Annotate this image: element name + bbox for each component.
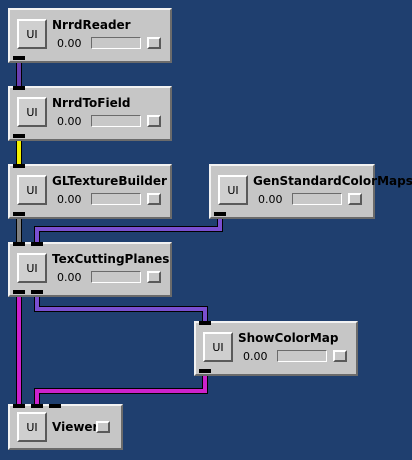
module-nrrdreader[interactable]: UI NrrdReader 0.00 xyxy=(8,8,172,63)
progress-value: 0.00 xyxy=(57,271,82,284)
input-port[interactable] xyxy=(13,404,25,408)
progress-bar xyxy=(91,193,141,205)
output-port[interactable] xyxy=(13,56,25,60)
progress-bar xyxy=(91,37,141,49)
ui-button[interactable]: UI xyxy=(17,412,47,442)
module-nrrdtofield[interactable]: UI NrrdToField 0.00 xyxy=(8,86,172,141)
wire-genstandardcolormaps-texcuttingplanes[interactable] xyxy=(35,216,222,242)
input-port[interactable] xyxy=(31,404,43,408)
progress-value: 0.00 xyxy=(57,193,82,206)
input-port[interactable] xyxy=(199,321,211,325)
output-port[interactable] xyxy=(13,212,25,216)
output-port[interactable] xyxy=(13,134,25,138)
input-port[interactable] xyxy=(31,242,43,246)
module-gltexturebuilder[interactable]: UI GLTextureBuilder 0.00 xyxy=(8,164,172,219)
indicator-button[interactable] xyxy=(333,350,347,362)
ui-button[interactable]: UI xyxy=(17,19,47,49)
input-port[interactable] xyxy=(13,242,25,246)
ui-button[interactable]: UI xyxy=(17,253,47,283)
indicator-button[interactable] xyxy=(147,115,161,127)
module-texcuttingplanes[interactable]: UI TexCuttingPlanes 0.00 xyxy=(8,242,172,297)
ui-button[interactable]: UI xyxy=(218,175,248,205)
ui-button[interactable]: UI xyxy=(17,175,47,205)
input-port[interactable] xyxy=(13,164,25,168)
progress-bar xyxy=(91,115,141,127)
progress-value: 0.00 xyxy=(57,115,82,128)
progress-bar xyxy=(91,271,141,283)
module-title: NrrdToField xyxy=(52,96,131,110)
wire-showcolormap-viewer-outline xyxy=(34,373,208,404)
module-title: NrrdReader xyxy=(52,18,131,32)
progress-value: 0.00 xyxy=(57,37,82,50)
output-port[interactable] xyxy=(31,290,43,294)
wire-showcolormap-viewer[interactable] xyxy=(35,373,207,404)
indicator-button[interactable] xyxy=(96,421,110,433)
module-title: GLTextureBuilder xyxy=(52,174,167,188)
output-port[interactable] xyxy=(214,212,226,216)
input-port[interactable] xyxy=(49,404,61,408)
indicator-button[interactable] xyxy=(147,37,161,49)
wire-texcuttingplanes-showcolormap[interactable] xyxy=(35,294,207,321)
progress-bar xyxy=(292,193,342,205)
progress-value: 0.00 xyxy=(243,350,268,363)
module-genstandardcolormaps[interactable]: UI GenStandardColorMaps 0.00 xyxy=(209,164,412,219)
input-port[interactable] xyxy=(13,86,25,90)
indicator-button[interactable] xyxy=(147,193,161,205)
module-viewer[interactable]: UI Viewer xyxy=(8,404,123,450)
indicator-button[interactable] xyxy=(147,271,161,283)
output-port[interactable] xyxy=(13,290,25,294)
ui-button[interactable]: UI xyxy=(17,97,47,127)
progress-value: 0.00 xyxy=(258,193,283,206)
ui-button[interactable]: UI xyxy=(203,332,233,362)
indicator-button[interactable] xyxy=(348,193,362,205)
module-title: TexCuttingPlanes xyxy=(52,252,170,266)
module-showcolormap[interactable]: UI ShowColorMap 0.00 xyxy=(194,321,358,376)
module-title: GenStandardColorMaps xyxy=(253,174,412,188)
output-port[interactable] xyxy=(199,369,211,373)
module-title: Viewer xyxy=(52,420,99,434)
progress-bar xyxy=(277,350,327,362)
module-title: ShowColorMap xyxy=(238,331,339,345)
